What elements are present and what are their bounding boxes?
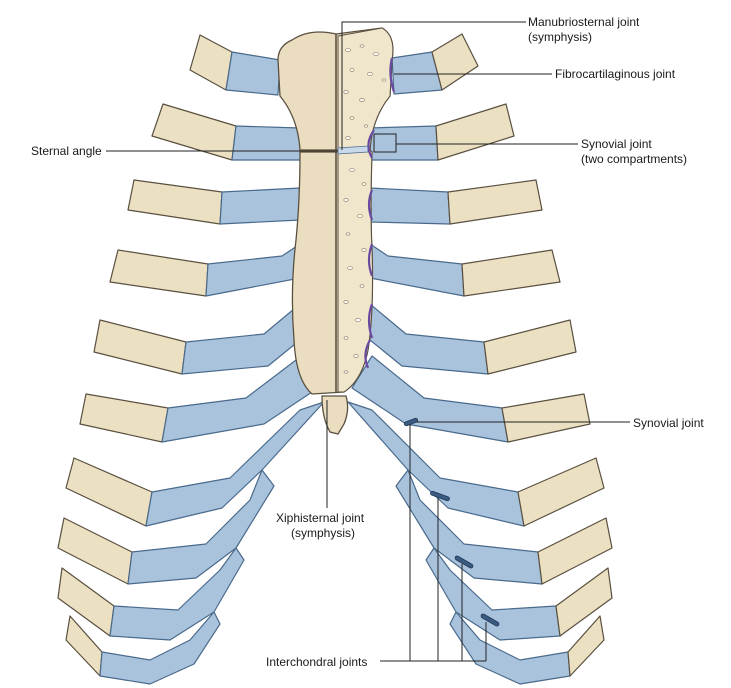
label-xiphisternal-joint: Xiphisternal joint	[276, 511, 365, 525]
costosternal-joints	[364, 57, 500, 627]
synovial-joint-compartments	[373, 133, 397, 153]
labels: Manubriosternal joint (symphysis) Fibroc…	[31, 15, 704, 669]
right-rib-7	[517, 457, 605, 527]
interchondral-joint-2	[430, 490, 450, 502]
left-costal-cartilage-2	[231, 125, 305, 161]
label-interchondral-joints: Interchondral joints	[266, 655, 367, 669]
left-costal-cartilage-9	[109, 547, 245, 641]
synovial-joint-2	[367, 129, 375, 159]
manubriosternal-disc	[337, 145, 369, 155]
interchondral-joint-1	[403, 417, 419, 427]
right-rib-8	[537, 517, 613, 585]
fibrocartilaginous-joint-line	[389, 57, 396, 93]
interchondral-joint-3	[454, 555, 474, 569]
right-rib-10	[567, 615, 605, 677]
left-costal-cartilage-1	[225, 51, 281, 96]
left-rib-9	[57, 567, 115, 637]
right-ribs	[347, 33, 613, 685]
synovial-joint-4	[367, 243, 374, 277]
right-rib-3	[447, 179, 543, 225]
left-rib-4	[109, 249, 209, 297]
xiphoid-process	[321, 395, 349, 435]
right-costal-cartilage-3	[369, 187, 451, 225]
left-costal-cartilage-5	[181, 303, 301, 375]
label-manubriosternal-symphysis: (symphysis)	[528, 30, 592, 44]
left-rib-6	[79, 393, 169, 443]
right-rib-5	[483, 319, 577, 375]
left-costal-cartilage-7	[145, 401, 325, 527]
right-rib-1	[431, 33, 479, 91]
label-manubriosternal-joint: Manubriosternal joint	[528, 15, 640, 29]
left-rib-7	[65, 457, 153, 527]
label-synovial-joint: Synovial joint	[633, 416, 704, 430]
left-costal-cartilage-4	[205, 243, 301, 297]
interchondral-joint-4	[480, 613, 500, 627]
spongy-bone-pores	[343, 44, 387, 374]
leader-manubriosternal	[341, 21, 526, 150]
synovial-joint-5	[367, 303, 374, 339]
right-costal-cartilage-5	[369, 303, 489, 375]
label-fibrocartilaginous-joint: Fibrocartilaginous joint	[555, 67, 676, 81]
left-costal-cartilage-8	[127, 469, 275, 585]
right-costal-cartilage-4	[369, 243, 465, 297]
left-costal-cartilage-10	[99, 611, 221, 685]
right-costal-cartilage-2	[367, 125, 439, 161]
sternum	[277, 27, 394, 435]
label-xiphisternal-symphysis: (symphysis)	[291, 526, 355, 540]
label-sternal-angle: Sternal angle	[31, 144, 102, 158]
right-rib-2	[435, 103, 515, 161]
left-rib-1	[189, 34, 233, 91]
synovial-joint-3	[367, 189, 374, 221]
synovial-joint-6	[364, 339, 371, 369]
left-ribs	[57, 34, 325, 685]
right-rib-4	[461, 249, 561, 297]
left-costal-cartilage-3	[219, 187, 301, 225]
right-rib-6	[501, 393, 591, 443]
left-rib-5	[93, 319, 187, 375]
leader-lines	[106, 21, 630, 662]
right-rib-9	[555, 567, 613, 637]
label-synovial-joint-two: Synovial joint	[581, 137, 652, 151]
label-two-compartments: (two compartments)	[581, 152, 687, 166]
left-rib-3	[127, 179, 223, 225]
left-rib-2	[151, 103, 237, 161]
